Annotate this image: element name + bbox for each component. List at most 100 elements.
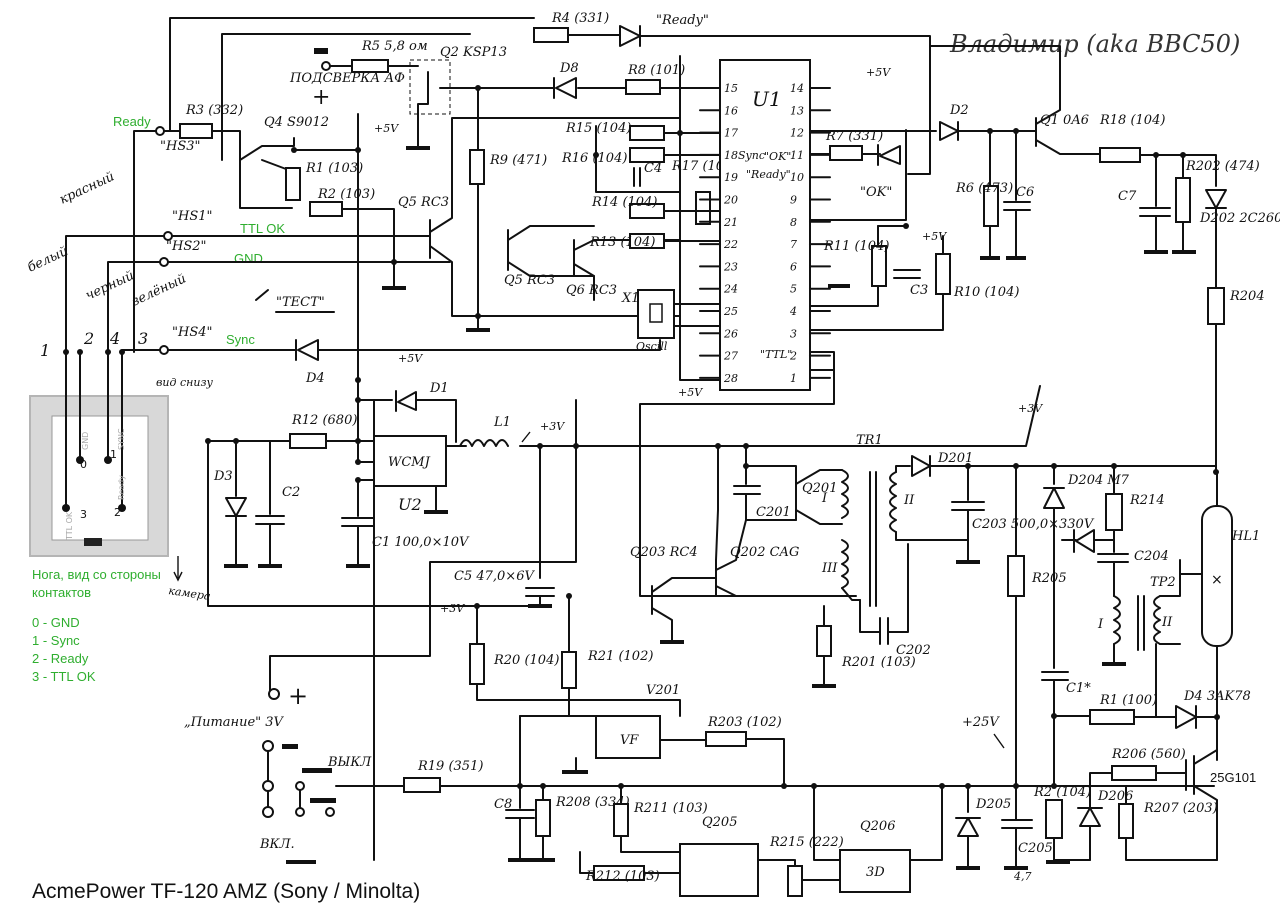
pin-number-3: 3 (138, 329, 148, 348)
plus3v-right-label: +3V (1018, 402, 1043, 415)
r211-label: R211 (103) (633, 801, 708, 816)
wire-red-label: красный (57, 169, 116, 207)
value-47: 4,7 (1013, 870, 1032, 883)
u1-pin-number: 26 (723, 327, 738, 340)
plus5v-rail-label: +5V (374, 122, 399, 135)
resistor-r20 (469, 643, 485, 685)
r201-label: R201 (103) (841, 655, 916, 670)
d204-label: D204 M7 (1067, 473, 1130, 488)
r208-label: R208 (334) (555, 795, 630, 810)
d4x-label: D4 3AK78 (1183, 689, 1251, 704)
resistor-r204 (1207, 287, 1225, 325)
hs3-label: "HS3" (160, 139, 200, 154)
r13-label: R13 (104) (589, 235, 655, 250)
r1-label: R1 (103) (305, 161, 363, 176)
foot-pin-0: 0 (80, 458, 87, 471)
r11-label: R11 (104) (823, 239, 889, 254)
tp2-primary (1113, 595, 1121, 645)
r14-label: R14 (104) (591, 195, 657, 210)
svg-text:×: × (1211, 572, 1223, 588)
resistor-r4 (533, 27, 569, 43)
foot-pin-1: 1 (110, 448, 117, 461)
u1-pin-number: 11 (790, 149, 804, 162)
u1-pin-number: 14 (790, 82, 804, 95)
plus25v-label: +25V (962, 715, 1000, 730)
legend-item: 0 - GND (32, 615, 80, 630)
legend-item: 1 - Sync (32, 633, 80, 648)
resistor-r9 (469, 149, 485, 185)
oscillator-x1 (637, 289, 675, 339)
c7-label: C7 (1118, 189, 1137, 204)
r19-label: R19 (351) (417, 759, 483, 774)
c3-label: C3 (910, 283, 928, 298)
igbt-label: 25G101 (1210, 770, 1256, 785)
pin-number-4: 4 (109, 329, 120, 348)
switch-off-label: ВЫКЛ (327, 755, 372, 770)
oscill-label: Oscill (636, 340, 668, 353)
inductor-l1 (459, 439, 509, 447)
camera-label: камера (168, 584, 212, 603)
r7-label: R7 (331) (825, 129, 883, 144)
u1-pin-number: 27 (723, 350, 738, 363)
plus3v-l1-label: +3V (540, 420, 565, 433)
legend-item: 3 - TTL OK (32, 669, 96, 684)
q205-label: Q205 (702, 815, 737, 830)
resistor-r202 (1175, 177, 1191, 223)
u1-pin-number: 24 (723, 283, 738, 296)
u1-pin-number: 2 (789, 350, 797, 363)
r6-label: R6 (473) (955, 181, 1013, 196)
resistor-r206 (1111, 765, 1157, 781)
r9-label: R9 (471) (489, 153, 547, 168)
u1-ready-pin-label: "Ready" (746, 168, 791, 181)
r203-label: R203 (102) (707, 715, 782, 730)
module-vf (595, 715, 661, 759)
plus5v-u1-label: +5V (678, 386, 703, 399)
d4-label: D4 (305, 371, 325, 386)
u1-pin-number: 9 (790, 194, 797, 207)
foot-label-gnd: GND (81, 432, 90, 450)
switch-on-label: ВКЛ. (259, 837, 295, 852)
igbt-25g101 (1185, 749, 1218, 861)
u1-pin-number: 16 (724, 104, 738, 117)
hot-shoe-foot: GND SYNC Ready TTL OK 0 1 2 3 (29, 351, 169, 557)
resistor-r205 (1007, 555, 1025, 597)
view-bottom-label: вид снизу (156, 376, 213, 389)
wire-black-label: черный (83, 268, 136, 303)
tr1-feedback (841, 539, 849, 589)
r212-label: R212 (103) (585, 869, 660, 884)
c4-label: C4 (644, 161, 662, 176)
q1-label: Q1 0A6 (1040, 113, 1089, 128)
c5-label: C5 47,0×6V (454, 569, 535, 584)
resistor-r211 (613, 803, 629, 837)
terminal-hs2: "HS2" (159, 239, 206, 267)
u1-pin-number: 1 (790, 372, 797, 385)
tp2-label: TP2 (1150, 575, 1176, 590)
r10-label: R10 (104) (953, 285, 1019, 300)
c6-label: C6 (1016, 185, 1034, 200)
wire-white-label: белый (25, 244, 70, 276)
r16-label: R16 (104) (561, 151, 627, 166)
pin-number-2: 2 (83, 329, 94, 348)
resistor-r19 (403, 777, 441, 793)
u1-pin-number: 13 (790, 104, 804, 117)
foot-pin-2: 2 (114, 506, 121, 519)
u1-pin-number: 25 (723, 305, 738, 318)
r205-label: R205 (1031, 571, 1067, 586)
r204-label: R204 (1229, 289, 1265, 304)
r206-label: R206 (560) (1111, 747, 1186, 762)
v201-label: V201 (646, 683, 680, 698)
ok-led-label: "OK" (860, 185, 892, 200)
u2-label: U2 (398, 495, 422, 514)
ready-led-label: "Ready" (656, 13, 709, 28)
resistor-r215 (787, 865, 803, 897)
resistor-r201 (816, 625, 832, 657)
c1-label: C1 100,0×10V (372, 535, 470, 550)
three-d-label: 3D (866, 865, 885, 880)
r214-label: R214 (1129, 493, 1165, 508)
resistor-r16 (629, 147, 665, 163)
regulator-u2 (373, 435, 447, 487)
transistor-q206 (839, 849, 911, 893)
c202-label: C202 (896, 643, 931, 658)
q2-label: Q2 KSP13 (440, 45, 507, 60)
r18-label: R18 (104) (1099, 113, 1165, 128)
